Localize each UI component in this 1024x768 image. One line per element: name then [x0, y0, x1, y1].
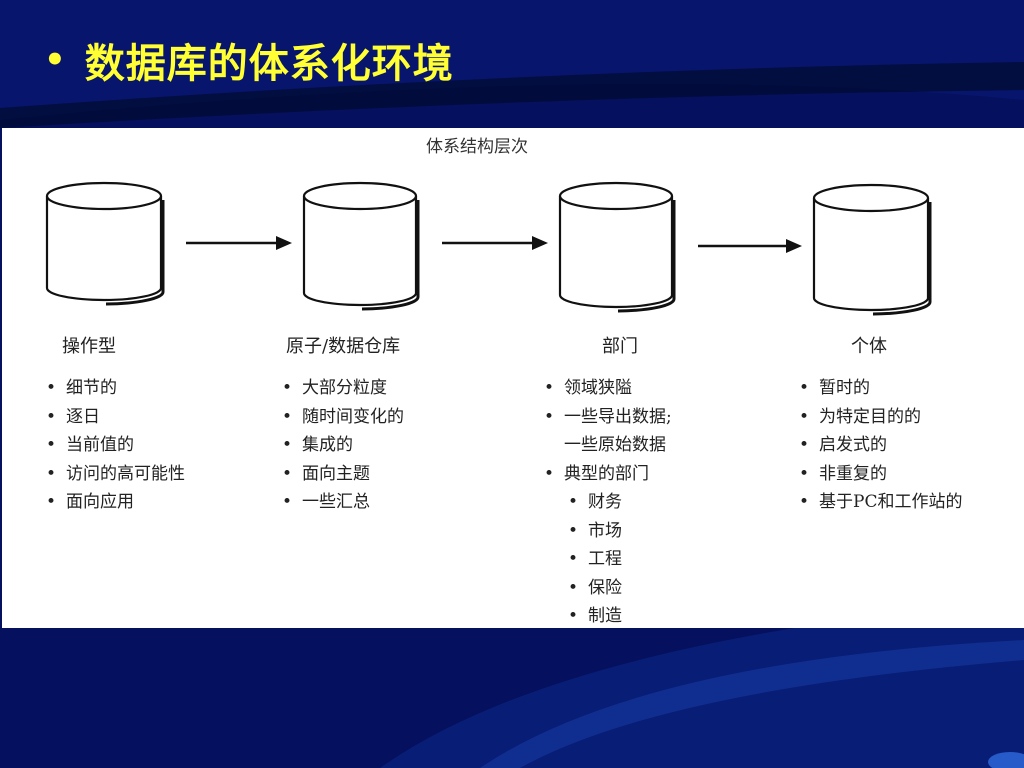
slide-title-text: 数据库的体系化环境 [84, 41, 454, 87]
feature-list: •暂时的 •为特定目的的 •启发式的 •非重复的 •基于PC和工作站的 [799, 374, 962, 517]
bullet-icon: • [282, 435, 293, 455]
list-item: •随时间变化的 [282, 403, 404, 432]
list-item: •一些汇总 [282, 488, 404, 517]
sub-list-item: •市场 [544, 517, 672, 546]
bullet-icon: • [568, 577, 579, 598]
bullet-icon: • [799, 406, 810, 427]
list-item: •集成的 [282, 431, 404, 460]
list-item: •当前值的 [46, 431, 185, 460]
list-item: •大部分粒度 [282, 374, 404, 403]
list-item-continuation: 一些原始数据 [564, 435, 666, 455]
list-item: •为特定目的的 [799, 403, 962, 432]
sub-list-item: •财务 [544, 488, 672, 517]
cylinders-and-arrows [45, 181, 932, 316]
column-title: 部门 [602, 336, 638, 357]
list-item: •面向主题 [282, 460, 404, 489]
list-item: •一些导出数据; [544, 403, 672, 432]
arrow-department-to-individual [698, 239, 802, 253]
feature-list: •领域狭隘 •一些导出数据; 一些原始数据 •典型的部门 •财务 •市场 •工程… [544, 374, 672, 631]
bullet-icon: • [544, 463, 555, 484]
diagram-caption: 体系结构层次 [426, 137, 528, 157]
list-item: •领域狭隘 [544, 374, 672, 403]
bullet-icon: • [544, 406, 555, 427]
column-title: 原子/数据仓库 [286, 336, 401, 357]
slide-title: • 数据库的体系化环境 [44, 32, 454, 88]
bullet-icon: • [799, 378, 810, 398]
bullet-icon: • [799, 435, 810, 455]
bullet-icon: • [282, 463, 293, 484]
bullet-icon: • [282, 378, 293, 398]
column-title: 个体 [851, 336, 887, 357]
list-item: •非重复的 [799, 460, 962, 489]
sub-list-item: •保险 [544, 574, 672, 603]
bullet-icon: • [568, 492, 579, 512]
list-item: •暂时的 [799, 374, 962, 403]
bullet-icon: • [568, 606, 579, 626]
list-item: •启发式的 [799, 431, 962, 460]
feature-list: •大部分粒度 •随时间变化的 •集成的 •面向主题 •一些汇总 [282, 374, 404, 517]
feature-list: •细节的 •逐日 •当前值的 •访问的高可能性 •面向应用 [46, 374, 185, 517]
bullet-icon: • [799, 463, 810, 484]
bullet-icon: • [568, 520, 579, 541]
sub-list-item: •工程 [544, 545, 672, 574]
database-cylinder-operational [45, 181, 165, 306]
list-item: •细节的 [46, 374, 185, 403]
diagram-panel: 体系结构层次 [2, 128, 1024, 628]
bullet-icon: • [282, 492, 293, 512]
arrow-operational-to-warehouse [186, 236, 292, 250]
column-title: 操作型 [62, 336, 116, 357]
list-item: •基于PC和工作站的 [799, 488, 962, 517]
bullet-icon: • [46, 492, 57, 512]
list-item: •逐日 [46, 403, 185, 432]
database-cylinder-atomic-warehouse [302, 181, 420, 311]
bullet-icon: • [568, 549, 579, 569]
title-bullet: • [44, 40, 67, 80]
list-item: •典型的部门 [544, 460, 672, 489]
list-item: •面向应用 [46, 488, 185, 517]
bullet-icon: • [799, 492, 810, 512]
database-cylinder-individual [812, 183, 932, 316]
bullet-icon: • [544, 378, 555, 398]
arrow-warehouse-to-department [442, 236, 548, 250]
list-item: •访问的高可能性 [46, 460, 185, 489]
bullet-icon: • [46, 378, 57, 398]
bullet-icon: • [46, 435, 57, 455]
bullet-icon: • [282, 406, 293, 427]
bullet-icon: • [46, 406, 57, 427]
sub-list-item: •制造 [544, 602, 672, 631]
database-cylinder-department [558, 181, 676, 313]
bullet-icon: • [46, 463, 57, 484]
